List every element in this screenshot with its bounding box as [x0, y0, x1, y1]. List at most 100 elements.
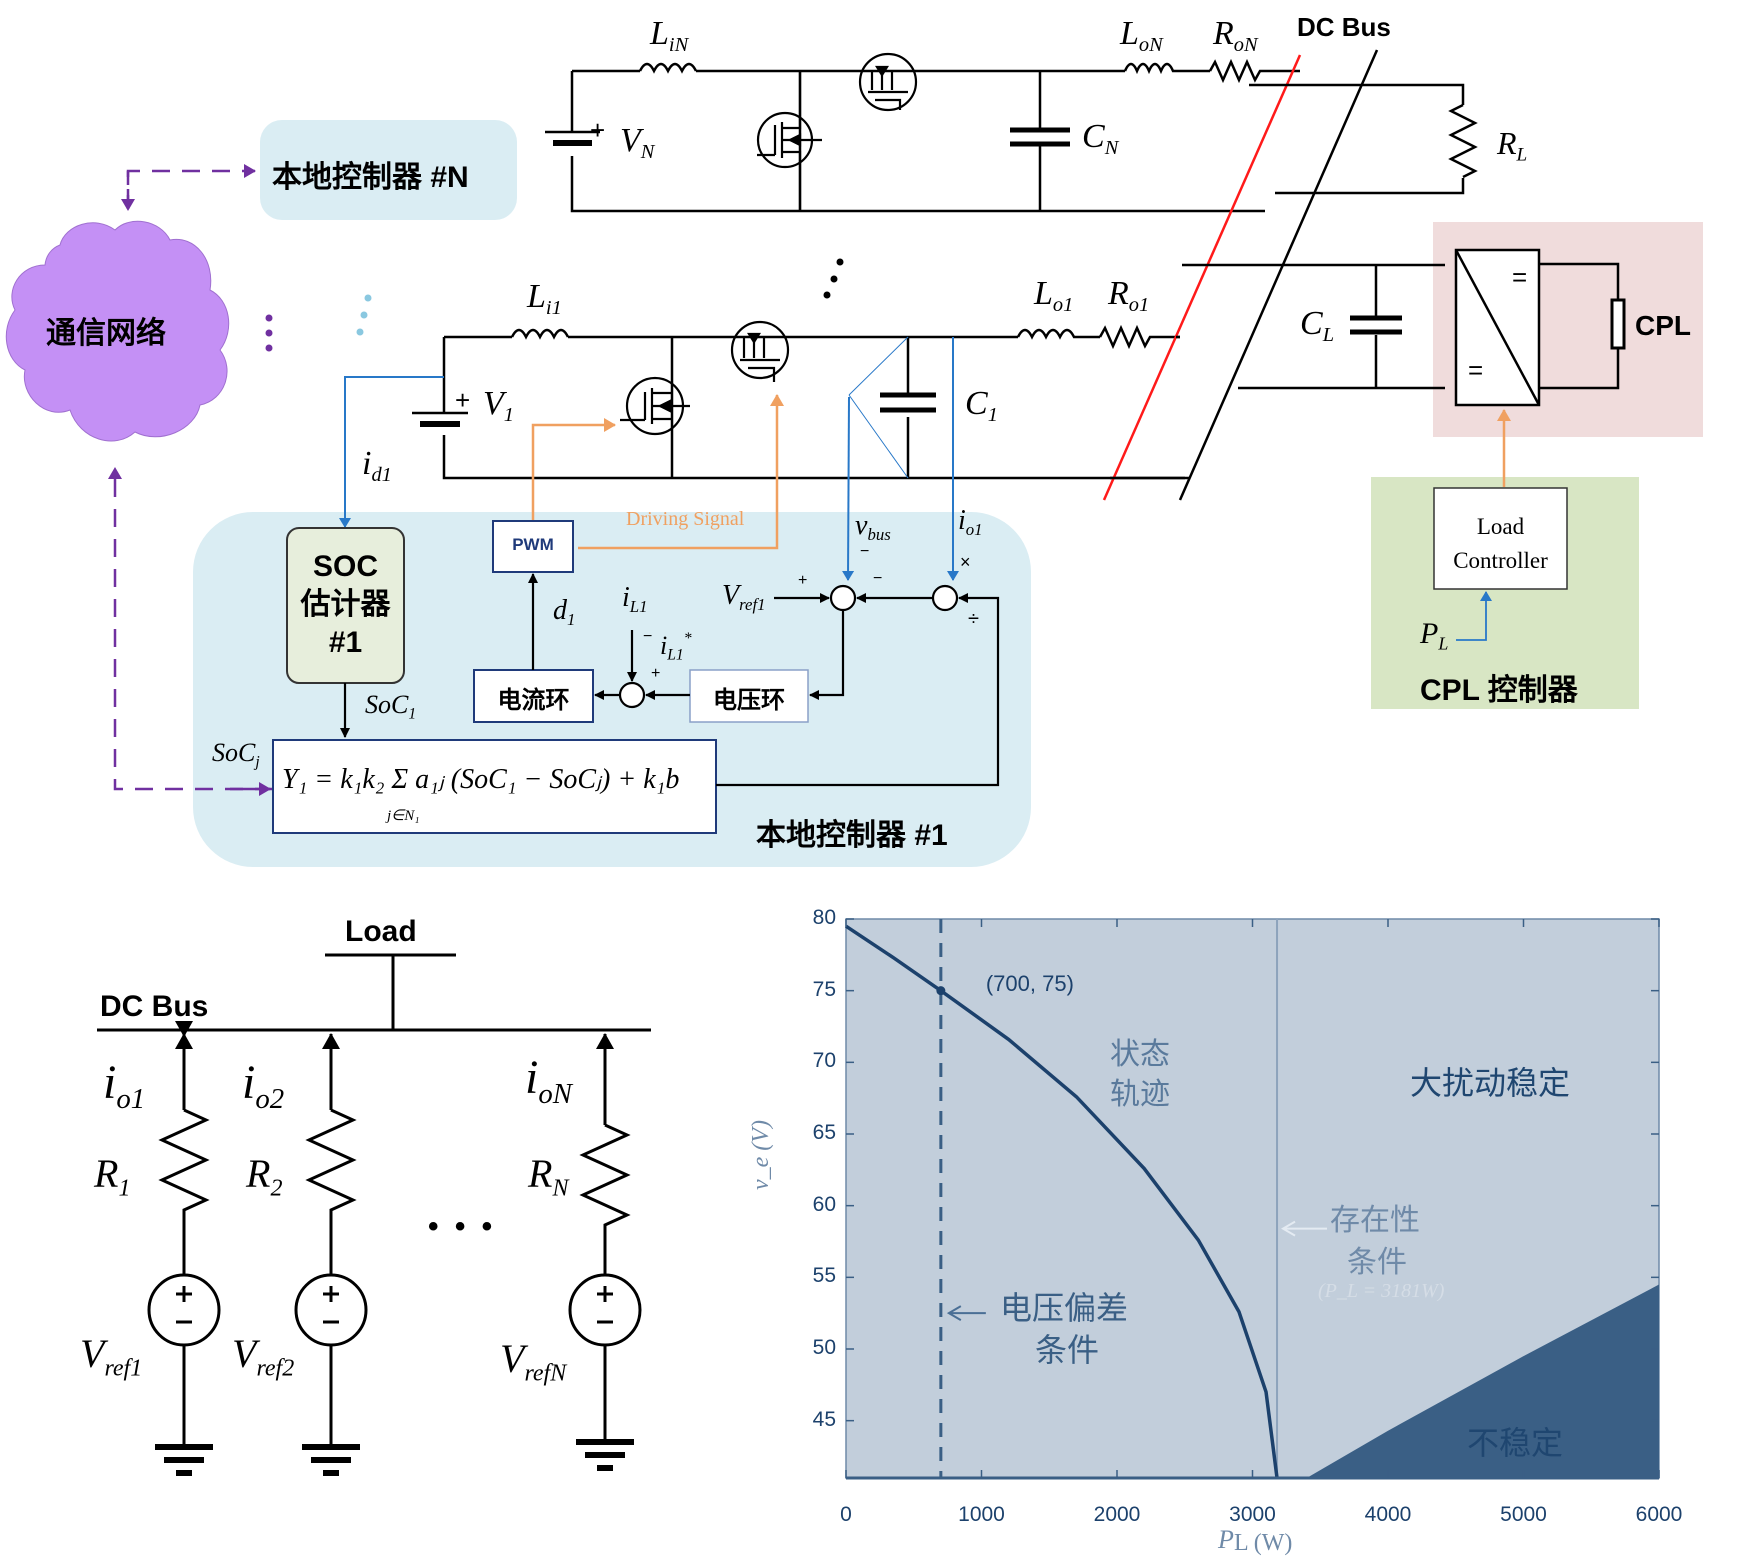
source-signs	[176, 1286, 613, 1322]
dc-bus-negative-line	[1180, 50, 1377, 500]
branch-current-io1: io1	[103, 1055, 145, 1116]
capacitor-CN: CN	[1082, 118, 1118, 160]
current-loop-label: 电流环	[474, 680, 593, 715]
cpl-symbol	[1612, 300, 1624, 348]
capacitor-CL: CL	[1300, 305, 1334, 347]
voltage-condition-label-2: 条件	[1035, 1325, 1099, 1371]
y-tick-label: 80	[796, 906, 836, 930]
eq-ellipsis: • • •	[428, 1210, 496, 1244]
plus-sign-vref: +	[798, 572, 807, 590]
inductor-Li1: Li1	[527, 278, 562, 320]
existence-condition-label: 存在性	[1330, 1195, 1420, 1239]
mosfet-upper-N	[860, 54, 916, 110]
load-controller-label: Load Controller	[1434, 510, 1567, 578]
io1-label: io1	[958, 505, 983, 540]
unstable-region-label: 不稳定	[1467, 1418, 1563, 1464]
x-tick-label: 5000	[1494, 1503, 1554, 1527]
minus-sign-sum: −	[873, 570, 882, 588]
existence-condition-value: (P_L = 3181W)	[1318, 1280, 1444, 1303]
x-tick-label: 1000	[952, 1503, 1012, 1527]
source-V1: V1	[483, 385, 514, 427]
y-tick-label: 70	[796, 1049, 836, 1073]
stability-chart	[846, 919, 1659, 1478]
branch-source-VrefN: VrefN	[500, 1335, 566, 1387]
eq-dc-bus-label: DC Bus	[100, 990, 208, 1024]
y-tick-label: 45	[796, 1408, 836, 1432]
vbus-label: vbus	[855, 510, 891, 545]
y-tick-label: 50	[796, 1336, 836, 1360]
times-sign: ×	[960, 552, 971, 573]
cpl-label: CPL	[1635, 310, 1691, 342]
converter-1	[412, 328, 1185, 478]
minus-sign-vbus: −	[860, 543, 869, 561]
branch-current-io2: io2	[242, 1055, 284, 1116]
voltage-condition-label: 电压偏差	[1000, 1283, 1128, 1329]
load-label: Load	[345, 915, 417, 949]
soc1-label: SoC1	[365, 690, 416, 723]
voltage-loop-label: 电压环	[690, 680, 808, 715]
branch-resistor-RN: RN	[528, 1150, 568, 1202]
x-axis-label-sym: P	[1218, 1525, 1234, 1555]
mosfet-upper-1	[732, 322, 788, 382]
pl-input-label: PL	[1420, 617, 1448, 654]
network-label: 通信网络	[46, 308, 166, 352]
ellipsis-purple	[266, 315, 273, 352]
consensus-formula: Y₁ = k₁k₂ Σ a₁ⱼ (SoC₁ − SoCⱼ) + k₁b	[282, 762, 679, 796]
equivalent-circuit	[97, 955, 651, 1473]
current-ref-iL1: iL1*	[660, 630, 692, 664]
y-tick-label: 60	[796, 1193, 836, 1217]
x-tick-label: 0	[816, 1503, 876, 1527]
cpl-controller-title: CPL 控制器	[1420, 665, 1578, 709]
y-tick-label: 75	[796, 978, 836, 1002]
dc-bus-label: DC Bus	[1297, 12, 1391, 43]
resistor-Ro1: Ro1	[1108, 275, 1149, 317]
resistor-RoN: RoN	[1213, 15, 1258, 57]
trajectory-label: 状态 轨迹	[1110, 1035, 1170, 1115]
inductor-LoN: LoN	[1120, 15, 1163, 57]
plus-sign-1: +	[455, 385, 470, 416]
local-controller-1-title: 本地控制器 #1	[756, 810, 948, 854]
branch-source-Vref2: Vref2	[232, 1330, 294, 1382]
divide-sign: ÷	[968, 608, 979, 631]
mosfet-lower-1	[620, 378, 690, 434]
y-axis-label: v_e (V)	[748, 1120, 775, 1190]
marker-point	[936, 986, 945, 995]
source-VN: VN	[620, 122, 654, 164]
resistor-RL: RL	[1497, 125, 1527, 167]
formula-sum-index: j∈N₁	[387, 806, 419, 825]
x-tick-label: 3000	[1223, 1503, 1283, 1527]
existence-condition-label-2: 条件	[1347, 1237, 1407, 1281]
x-tick-label: 6000	[1629, 1503, 1689, 1527]
converter-eq-top: =	[1512, 262, 1527, 293]
inductor-LiN: LiN	[650, 15, 688, 57]
converter-eq-bottom: =	[1468, 355, 1483, 386]
capacitor-C1: C1	[965, 385, 998, 427]
branch-source-Vref1: Vref1	[80, 1330, 142, 1382]
inductor-Lo1: Lo1	[1034, 275, 1073, 317]
branch-current-ioN: ioN	[525, 1050, 572, 1111]
comm-link-N	[128, 171, 255, 207]
converter-N	[545, 62, 1300, 211]
socj-label: SoCj	[212, 738, 260, 771]
mosfet-lower-N	[757, 71, 822, 211]
y-tick-label: 55	[796, 1264, 836, 1288]
stable-region-label: 大扰动稳定	[1410, 1058, 1570, 1104]
minus-sign-iL1: −	[643, 628, 652, 646]
current-iL1: iL1	[622, 582, 648, 617]
bus-connections	[1110, 85, 1475, 478]
branch-resistor-R1: R1	[94, 1150, 130, 1202]
plus-sign-iL1ref: +	[651, 665, 660, 683]
ellipsis-cyan	[357, 295, 372, 336]
driving-signal-label: Driving Signal	[626, 508, 744, 531]
branch-resistor-R2: R2	[246, 1150, 282, 1202]
current-id1: id1	[362, 445, 392, 487]
marker-label: (700, 75)	[986, 971, 1074, 997]
y-tick-label: 65	[796, 1121, 836, 1145]
x-tick-label: 2000	[1087, 1503, 1147, 1527]
controller-N-label: 本地控制器 #N	[272, 152, 469, 196]
pwm-label: PWM	[493, 535, 573, 555]
plus-sign-N: +	[590, 115, 605, 146]
vref1-label: Vref1	[722, 580, 766, 615]
duty-d1: d1	[553, 595, 575, 630]
